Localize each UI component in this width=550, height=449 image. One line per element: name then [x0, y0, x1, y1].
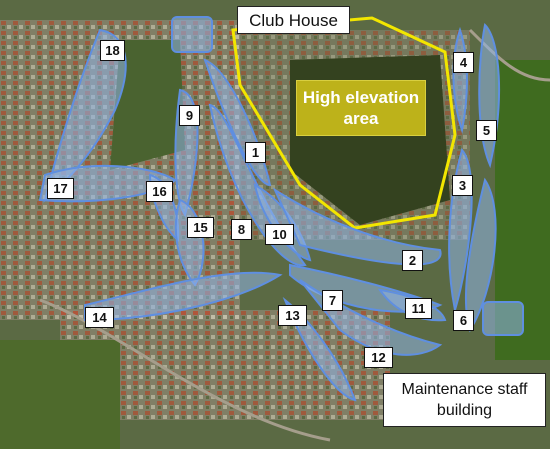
hole-label-12: 12 — [364, 347, 393, 368]
field-southwest — [0, 340, 120, 449]
field-northwest — [110, 40, 185, 170]
hole-label-9: 9 — [179, 105, 200, 126]
maintenance-line1: Maintenance staff — [401, 381, 528, 398]
hole-label-8: 8 — [231, 219, 252, 240]
high-elevation-callout: High elevation area — [296, 80, 426, 136]
maintenance-line2: building — [436, 402, 493, 419]
hole-label-16: 16 — [146, 181, 173, 202]
hole-label-5: 5 — [476, 120, 497, 141]
hole-label-2: 2 — [402, 250, 423, 271]
road-east — [468, 28, 550, 82]
high-elevation-line1: High elevation — [302, 88, 420, 107]
fairway-8 — [208, 103, 307, 267]
maintenance-building — [482, 301, 524, 336]
hole-label-10: 10 — [265, 224, 294, 245]
hole-label-14: 14 — [85, 307, 114, 328]
hole-label-11: 11 — [405, 298, 432, 319]
fairway-2 — [272, 187, 442, 266]
fairway-14 — [84, 271, 283, 322]
club-house-building — [171, 16, 213, 53]
high-elevation-line2: area — [343, 109, 379, 128]
road-south — [39, 298, 331, 442]
hole-label-3: 3 — [452, 175, 473, 196]
hole-label-7: 7 — [322, 290, 343, 311]
club-house-callout: Club House — [237, 6, 350, 34]
hole-label-15: 15 — [187, 217, 214, 238]
hole-label-13: 13 — [278, 305, 307, 326]
hole-label-18: 18 — [100, 40, 125, 61]
hole-label-6: 6 — [453, 310, 474, 331]
high-elevation-boundary — [231, 16, 457, 230]
hole-label-1: 1 — [245, 142, 266, 163]
maintenance-callout: Maintenance staff building — [383, 373, 546, 427]
hole-label-17: 17 — [47, 178, 74, 199]
hole-label-4: 4 — [453, 52, 474, 73]
